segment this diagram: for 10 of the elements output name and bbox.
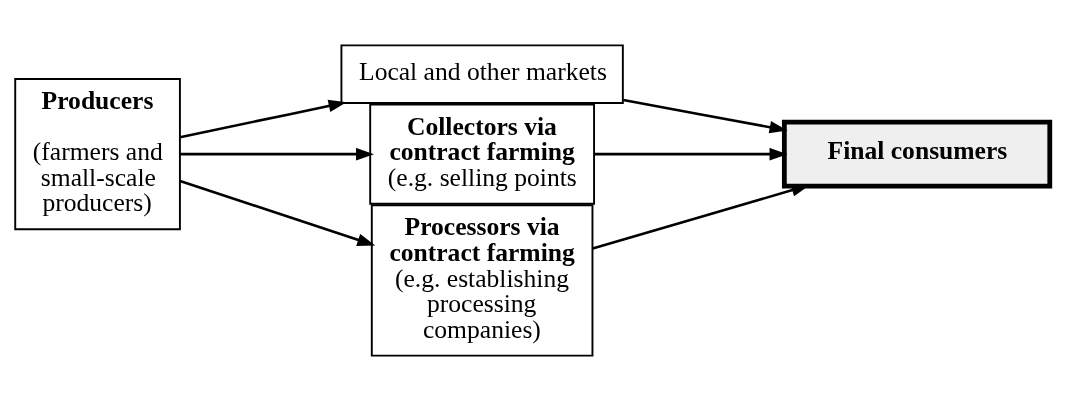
- arrow: [623, 98, 788, 134]
- node-box: Producers (farmers and small-scale producers): [14, 78, 181, 231]
- node-box: Local and other markets: [340, 44, 624, 104]
- arrow: [179, 99, 347, 139]
- arrow: [179, 179, 376, 246]
- arrow: [594, 147, 788, 161]
- node-box: Processors via contract farming (e.g. establishing processing companies): [370, 204, 594, 357]
- node-box: Collectors via contract farming (e.g. selling points: [369, 103, 595, 205]
- node-box: Final consumers: [781, 119, 1053, 189]
- arrow: [180, 147, 374, 161]
